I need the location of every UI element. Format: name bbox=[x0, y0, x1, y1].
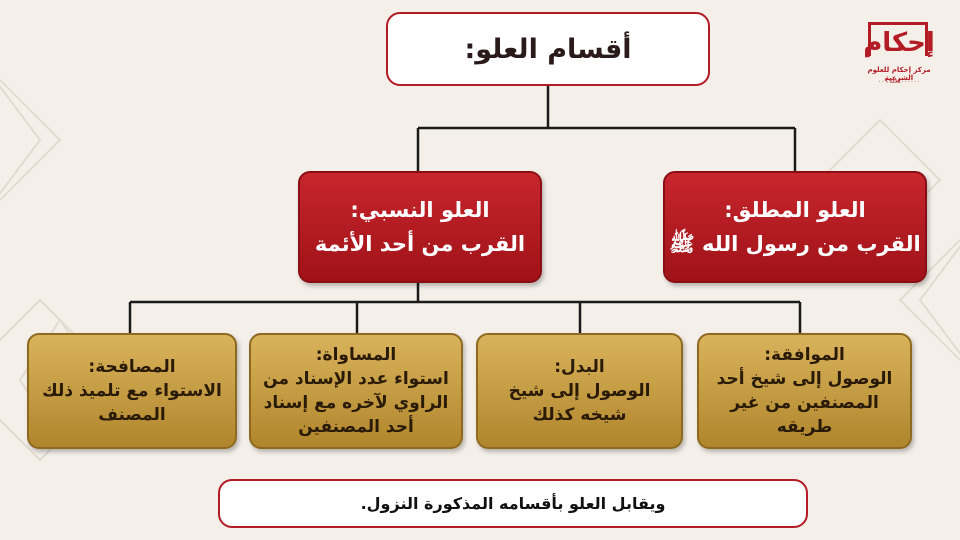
node-musawat: المساواة: استواء عدد الإسناد من الراوي ل… bbox=[249, 333, 463, 449]
footer-note: ويقابل العلو بأقسامه المذكورة النزول. bbox=[218, 479, 808, 528]
node-absolute-elevation: العلو المطلق: القرب من رسول الله ﷺ bbox=[663, 171, 927, 283]
node-musafaha: المصافحة: الاستواء مع تلميذ ذلك المصنف bbox=[27, 333, 237, 449]
node-title: المصافحة: bbox=[88, 357, 176, 377]
brand-logo: إحكام مركز إحكام للعلوم الشرعية ٠٠٩٦٥٥٥٠… bbox=[858, 18, 940, 92]
node-relative-elevation: العلو النسبي: القرب من أحد الأئمة bbox=[298, 171, 542, 283]
root-label: أقسام العلو: bbox=[464, 33, 632, 65]
node-description: القرب من رسول الله ﷺ bbox=[669, 232, 921, 256]
node-description: الوصول إلى شيخ أحد المصنفين من غير طريقه bbox=[716, 369, 893, 437]
logo-number: ٠٠٩٦٥٥٥٠٠٠٠٠٠ bbox=[878, 78, 920, 85]
node-title: البدل: bbox=[554, 357, 605, 377]
logo-subtitle: مركز إحكام للعلوم الشرعية bbox=[867, 66, 931, 82]
node-description: القرب من أحد الأئمة bbox=[314, 232, 526, 256]
footer-text: ويقابل العلو بأقسامه المذكورة النزول. bbox=[360, 494, 666, 513]
node-description: الوصول إلى شيخ شيخه كذلك bbox=[508, 381, 651, 425]
node-title: الموافقة: bbox=[764, 345, 845, 365]
logo-word: إحكام bbox=[863, 28, 935, 58]
node-description: استواء عدد الإسناد من الراوي لآخره مع إس… bbox=[263, 369, 449, 437]
node-title: المساواة: bbox=[315, 345, 397, 365]
root-node: أقسام العلو: bbox=[386, 12, 710, 86]
node-title: العلو النسبي: bbox=[350, 198, 490, 222]
node-description: الاستواء مع تلميذ ذلك المصنف bbox=[42, 381, 222, 425]
node-title: العلو المطلق: bbox=[724, 198, 866, 222]
node-muwafaqa: الموافقة: الوصول إلى شيخ أحد المصنفين من… bbox=[697, 333, 912, 449]
logo-frame bbox=[868, 22, 928, 56]
node-badal: البدل: الوصول إلى شيخ شيخه كذلك bbox=[476, 333, 683, 449]
